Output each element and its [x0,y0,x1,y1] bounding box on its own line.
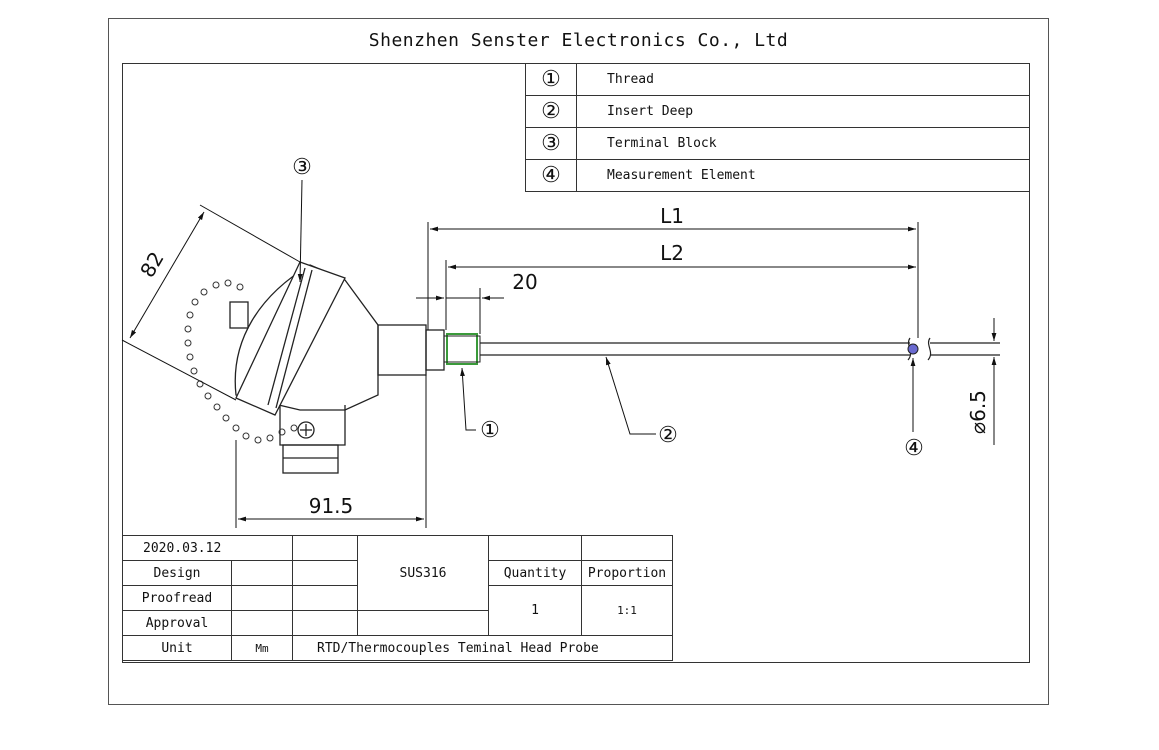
date-cell: 2020.03.12 [122,535,293,561]
dimension-l2-label: L2 [660,241,684,265]
callout-4: ④ [904,436,924,461]
dimension-82 [121,204,301,401]
dimension-20 [416,288,504,334]
callout-1-leader [460,367,476,431]
quantity-value: 1 [488,585,582,636]
title-block: 2020.03.12 SUS316 Design Quantity Propor… [122,535,673,661]
dimension-l1 [427,222,919,338]
dimension-91-5-label: 91.5 [309,494,354,518]
legend-table: ① Thread ② Insert Deep ③ Terminal Block … [525,63,1030,192]
design-label: Design [122,560,232,586]
dimension-l2 [445,260,916,330]
callout-2-leader [605,356,656,435]
callout-2: ② [658,423,678,448]
dimension-l1-label: L1 [660,204,684,228]
terminal-head [229,261,445,474]
legend-row: ③ Terminal Block [525,127,1030,160]
thread-part [446,333,478,365]
approval-label: Approval [122,610,232,636]
drawing-frame-outer [108,18,1049,705]
legend-number: ② [525,95,577,128]
unit-label: Unit [122,635,232,661]
unit-value: Mm [231,635,293,661]
product-name: RTD/Thermocouples Teminal Head Probe [292,635,673,661]
callout-3-leader [297,179,303,283]
proportion-value: 1:1 [581,585,673,636]
dimension-6-5-label: ⌀6.5 [966,390,990,434]
dimension-91-5 [235,375,427,528]
quantity-label: Quantity [488,560,582,586]
material-cell: SUS316 [357,535,489,611]
proofread-label: Proofread [122,585,232,611]
legend-label: Measurement Element [576,159,1030,192]
probe-sheath [480,337,1000,361]
dimension-20-label: 20 [512,270,537,294]
legend-label: Terminal Block [576,127,1030,160]
callout-1: ① [480,418,500,443]
proportion-label: Proportion [581,560,673,586]
company-title: Shenzhen Senster Electronics Co., Ltd [368,30,789,51]
legend-row: ④ Measurement Element [525,159,1030,192]
measurement-element [907,343,919,355]
dimension-82-label: 82 [135,247,169,281]
callout-3: ③ [292,155,312,180]
